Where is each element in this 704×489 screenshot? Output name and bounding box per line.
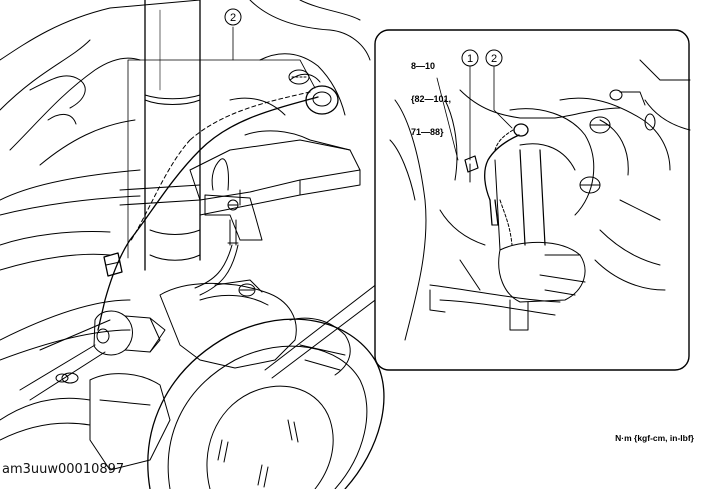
detail-inset xyxy=(374,29,691,371)
main-assembly-drawing xyxy=(0,0,385,489)
callout-main-2-number: 2 xyxy=(230,12,236,24)
callout-detail-1 xyxy=(461,49,479,67)
callout-main-2 xyxy=(224,8,242,26)
sensor-harness-detail xyxy=(484,123,529,246)
callout-detail-2 xyxy=(485,49,503,67)
torque-spec-line2: {82—101, xyxy=(411,94,452,104)
callout-detail-2-number: 2 xyxy=(491,53,497,65)
units-note: N·m {kgf-cm, in-lbf} xyxy=(615,433,694,443)
torque-spec-line3: 71—88} xyxy=(411,127,444,137)
torque-spec: 8—10 {82—101, 71—88} xyxy=(411,39,451,149)
callout-detail-1-number: 1 xyxy=(467,53,473,65)
figure-id: am3uuw00010897 xyxy=(2,462,125,477)
callout-leaders-detail xyxy=(436,65,513,161)
callout-leaders-main xyxy=(127,26,316,259)
torque-spec-line1: 8—10 xyxy=(411,61,436,71)
sensor-harness-main xyxy=(97,69,339,331)
sensor-bolt xyxy=(464,155,479,183)
detail-drawing xyxy=(389,59,691,341)
